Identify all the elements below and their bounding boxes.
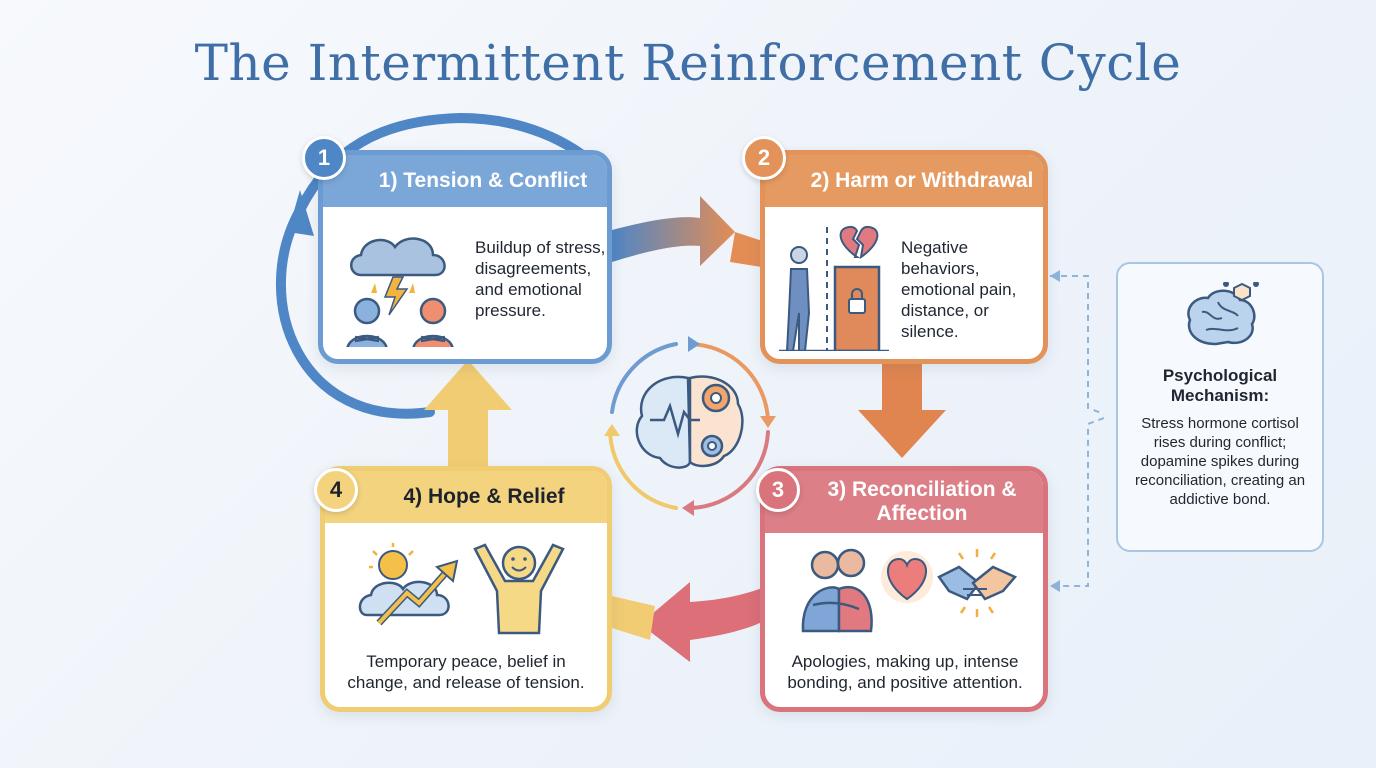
step-3-description: Apologies, making up, intense bonding, a… — [787, 652, 1023, 692]
mechanism-panel: Psychological Mechanism: Stress hormone … — [1116, 262, 1324, 552]
step-2-badge: 2 — [742, 136, 786, 180]
arrow-3-to-4-tail — [612, 596, 655, 640]
step-card-4: 4) Hope & Relief Temporary peace, belief… — [320, 466, 612, 712]
page-title: The Intermittent Reinforcement Cycle — [194, 34, 1182, 92]
step-2-label: 2) Harm or Withdrawal — [765, 155, 1043, 207]
mechanism-text: Stress hormone cortisol rises during con… — [1134, 415, 1306, 508]
locked-door-icon — [779, 225, 889, 351]
brain-gears-icon — [635, 375, 744, 469]
arms-crossed-people-icon — [346, 297, 454, 347]
step-card-1: 1) Tension & Conflict Buildup of stress,… — [318, 150, 612, 364]
step-4-description: Temporary peace, belief in change, and r… — [347, 652, 585, 692]
center-cycle — [608, 342, 770, 510]
loop-arrow-blue-head — [288, 190, 314, 236]
brain-molecule-icon — [1187, 282, 1259, 346]
step-2-description: Negative behaviors, emotional pain, dist… — [901, 238, 1017, 341]
arrow-4-to-1 — [424, 360, 512, 468]
step-4-badge: 4 — [314, 468, 358, 512]
heart-icon — [881, 551, 933, 603]
happy-person-icon — [473, 543, 565, 635]
handshake-icon — [937, 549, 1018, 617]
step-1-label: 1) Tension & Conflict — [323, 155, 607, 207]
mechanism-title: Psychological Mechanism: — [1162, 366, 1278, 405]
step-card-2: 2) Harm or Withdrawal Negative behaviors… — [760, 150, 1048, 364]
step-4-label: 4) Hope & Relief — [325, 471, 607, 523]
step-3-badge: 3 — [756, 468, 800, 512]
step-3-label: 3) Reconciliation & Affection — [765, 471, 1043, 533]
step-card-3: 3) Reconciliation & Affection Apologies,… — [760, 466, 1048, 712]
sun-cloud-rising-arrow-icon — [358, 543, 565, 635]
step-1-badge: 1 — [302, 136, 346, 180]
step-1-description: Buildup of stress, disagreements, and em… — [475, 238, 606, 320]
hugging-people-icon — [801, 548, 1018, 633]
storm-cloud-icon — [346, 237, 454, 347]
arrow-2-to-3 — [858, 362, 946, 458]
arrow-1-to-2 — [612, 196, 735, 266]
arrow-3-to-4 — [640, 582, 762, 662]
broken-heart-icon — [839, 225, 879, 260]
mechanism-connectors — [1050, 275, 1105, 587]
